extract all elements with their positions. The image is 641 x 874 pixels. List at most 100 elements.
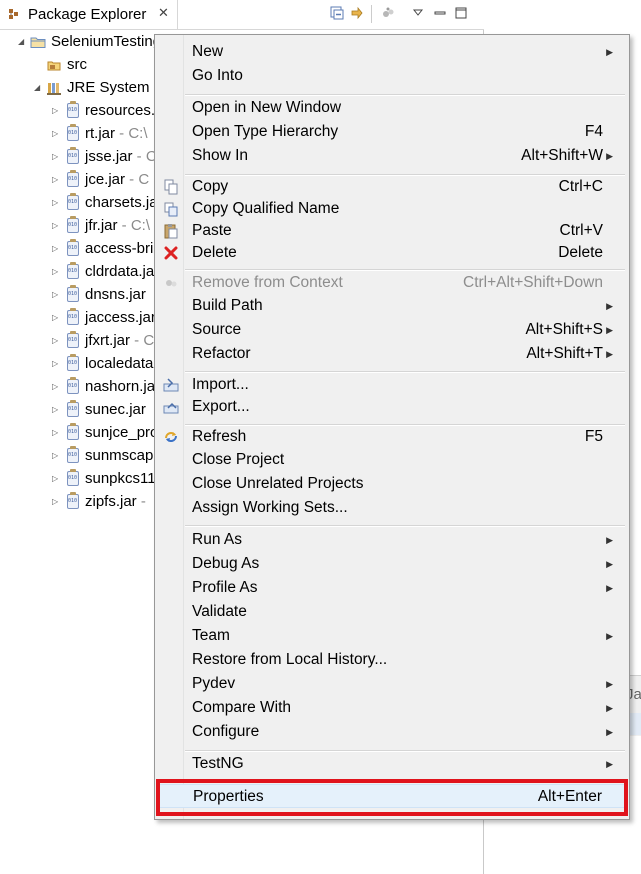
package-explorer-tab[interactable]: Package Explorer ✕ [0,0,178,30]
collapsed-arrow-icon[interactable]: ▷ [52,175,59,184]
expanded-arrow-icon[interactable]: ◢ [18,37,25,46]
tree-item-label: jaccess.jar [85,309,156,326]
menu-item-configure[interactable]: Configure▶ [157,720,627,744]
submenu-arrow-icon: ▶ [606,559,613,569]
jar-icon [67,446,79,463]
menu-separator [185,371,625,373]
copy-qualified-icon [163,201,179,217]
collapsed-arrow-icon[interactable]: ▷ [52,313,59,322]
expanded-arrow-icon[interactable]: ◢ [34,83,41,92]
menu-item-label: Remove from Context [192,274,343,291]
collapsed-arrow-icon[interactable]: ▷ [52,152,59,161]
collapsed-arrow-icon[interactable]: ▷ [52,428,59,437]
collapsed-arrow-icon[interactable]: ▷ [52,129,59,138]
tree-item-label: charsets.jar [85,194,163,211]
jar-icon [67,492,79,509]
collapsed-arrow-icon[interactable]: ▷ [52,336,59,345]
import-icon [163,377,179,393]
menu-item-validate[interactable]: Validate [157,600,627,624]
menu-item-restore-from-local-history[interactable]: Restore from Local History... [157,648,627,672]
library-icon [46,80,61,96]
submenu-arrow-icon: ▶ [606,47,613,57]
menu-item-pydev[interactable]: Pydev▶ [157,672,627,696]
menu-item-shortcut: Delete [558,244,603,261]
tree-item-decoration: - C [132,148,157,165]
jar-icon [67,193,79,210]
menu-item-shortcut: F4 [584,123,603,140]
menu-item-testng[interactable]: TestNG▶ [157,752,627,776]
collapsed-arrow-icon[interactable]: ▷ [52,198,59,207]
jar-icon [67,331,79,348]
menu-item-assign-working-sets[interactable]: Assign Working Sets... [157,496,627,520]
collapsed-arrow-icon[interactable]: ▷ [52,382,59,391]
menu-item-team[interactable]: Team▶ [157,624,627,648]
collapsed-arrow-icon[interactable]: ▷ [52,106,59,115]
menu-item-close-unrelated-projects[interactable]: Close Unrelated Projects [157,472,627,496]
collapsed-arrow-icon[interactable]: ▷ [52,405,59,414]
submenu-arrow-icon: ▶ [606,349,613,359]
menu-item-new[interactable]: New▶ [157,40,627,64]
maximize-icon[interactable] [453,5,469,21]
jar-icon [67,147,79,164]
collapsed-arrow-icon[interactable]: ▷ [52,474,59,483]
menu-item-export[interactable]: Export... [157,395,627,419]
tree-item-decoration: - C [125,171,150,188]
tree-item-label: jsse.jar - C [85,148,157,165]
link-with-editor-icon[interactable] [349,5,365,21]
menu-separator [185,94,625,96]
menu-item-label: Run As [192,531,242,548]
menu-item-shortcut: Alt+Shift+T [526,345,603,362]
jar-icon [67,469,79,486]
menu-item-label: Show In [192,147,249,164]
minimize-icon[interactable] [432,5,448,21]
menu-item-label: Source [192,321,242,338]
menu-item-run-as[interactable]: Run As▶ [157,528,627,552]
collapsed-arrow-icon[interactable]: ▷ [52,290,59,299]
jar-icon [67,216,79,233]
menu-item-import[interactable]: Import... [157,373,627,397]
menu-item-go-into[interactable]: Go Into [157,64,627,88]
menu-item-label: Import... [192,376,249,393]
menu-item-copy-qualified-name[interactable]: Copy Qualified Name [157,197,627,221]
menu-item-label: Delete [192,244,237,261]
menu-item-build-path[interactable]: Build Path▶ [157,294,627,318]
menu-item-label: Copy [192,178,229,195]
collapsed-arrow-icon[interactable]: ▷ [52,451,59,460]
collapsed-arrow-icon[interactable]: ▷ [52,244,59,253]
focus-task-icon[interactable] [380,5,396,21]
menu-item-label: Go Into [192,67,243,84]
collapsed-arrow-icon[interactable]: ▷ [52,267,59,276]
close-icon[interactable]: ✕ [158,5,169,20]
menu-item-debug-as[interactable]: Debug As▶ [157,552,627,576]
collapsed-arrow-icon[interactable]: ▷ [52,221,59,230]
menu-item-delete[interactable]: Delete Delete [157,241,627,265]
jar-icon [67,377,79,394]
view-menu-icon[interactable] [410,5,426,21]
submenu-arrow-icon: ▶ [606,679,613,689]
menu-item-label: Close Unrelated Projects [192,475,364,492]
tree-item-decoration: - C:\ [117,217,151,234]
submenu-arrow-icon: ▶ [606,151,613,161]
collapse-all-icon[interactable] [329,5,345,21]
menu-item-shortcut: Ctrl+Alt+Shift+Down [463,274,603,291]
menu-item-label: Close Project [192,451,285,468]
menu-item-close-project[interactable]: Close Project [157,448,627,472]
collapsed-arrow-icon[interactable]: ▷ [52,359,59,368]
collapsed-arrow-icon[interactable]: ▷ [52,497,59,506]
menu-item-open-in-new-window[interactable]: Open in New Window [157,96,627,120]
menu-separator [185,750,625,752]
menu-item-label: Refresh [192,428,247,445]
menu-item-profile-as[interactable]: Profile As▶ [157,576,627,600]
menu-item-compare-with[interactable]: Compare With▶ [157,696,627,720]
tree-item-label: jfxrt.jar - C [85,332,155,349]
menu-item-shortcut: Alt+Shift+S [525,321,603,338]
